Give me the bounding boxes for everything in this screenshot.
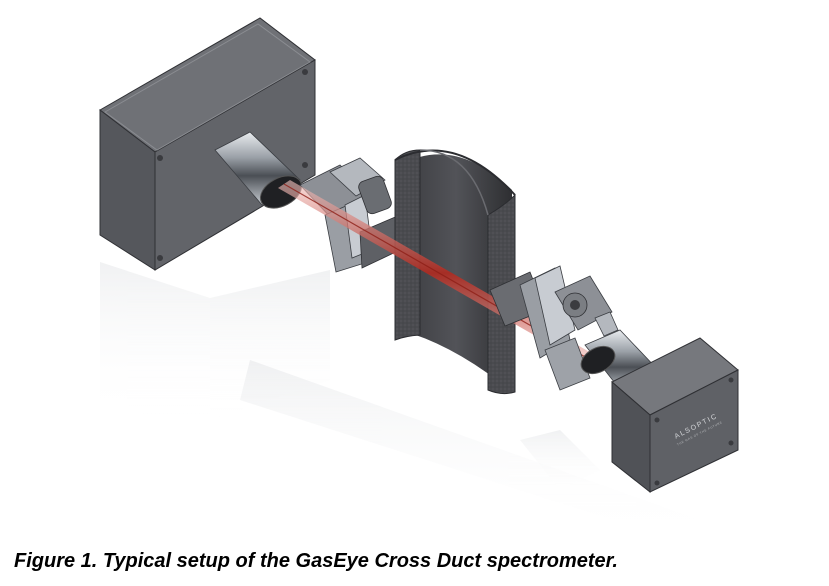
right-clamp-assembly [489, 265, 619, 391]
right-housing-box: ALSOPTIC THE GAS OF THE FUTURE [611, 337, 739, 494]
screw-icon [157, 155, 163, 161]
screw-icon [654, 417, 660, 423]
spectrometer-diagram: ALSOPTIC THE GAS OF THE FUTURE [99, 17, 739, 545]
figure-caption: Figure 1. Typical setup of the GasEye Cr… [14, 550, 618, 572]
cross-duct [394, 149, 516, 395]
screw-icon [302, 162, 308, 168]
left-housing-box [99, 17, 316, 271]
screw-icon [302, 69, 308, 75]
screw-icon [157, 255, 163, 261]
screw-icon [728, 440, 734, 446]
screw-icon [728, 377, 734, 383]
floor-reflection [100, 262, 700, 545]
screw-icon [654, 480, 660, 486]
